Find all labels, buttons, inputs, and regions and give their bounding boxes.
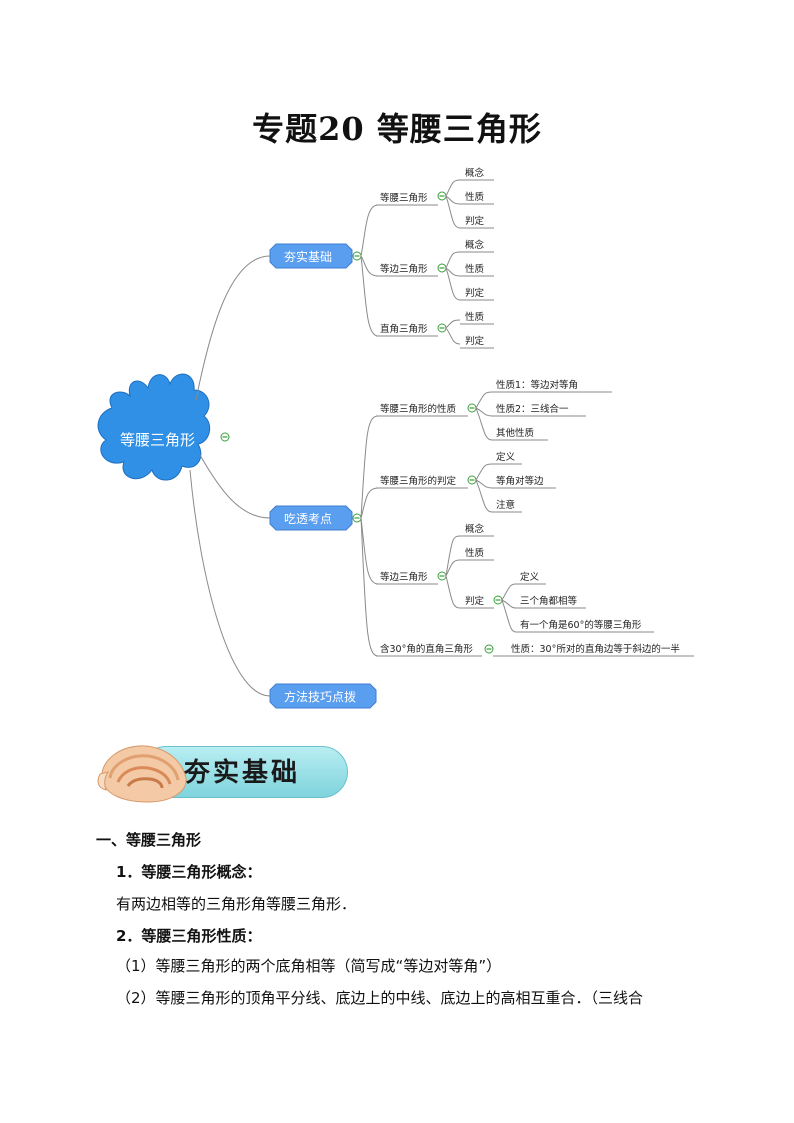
- svg-text:吃透考点: 吃透考点: [284, 512, 332, 526]
- points-equi-judge-3: 有一个角是60°的等腰三角形: [520, 619, 642, 631]
- points-equi-child-1: 概念: [465, 523, 485, 535]
- basics-right-child-2: 判定: [465, 335, 485, 347]
- basics-equi-child-2: 性质: [465, 263, 485, 275]
- points-equi-judge-toggle[interactable]: [493, 595, 503, 605]
- basics-equilateral-toggle[interactable]: [437, 263, 447, 273]
- basics-iso-child-1: 概念: [465, 167, 485, 179]
- section-banner: 夯实基础: [96, 738, 352, 806]
- basics-right-label: 直角三角形: [380, 323, 428, 335]
- root-node-shape: [97, 373, 211, 481]
- points-iso-prop-1: 性质1：等边对等角: [496, 379, 578, 391]
- page-title: 专题20 等腰三角形: [252, 110, 542, 148]
- section-heading: 一、等腰三角形: [96, 831, 202, 849]
- basics-collapse-toggle[interactable]: [352, 251, 362, 261]
- item2-paragraph-2: （2）等腰三角形的顶角平分线、底边上的中线、底边上的高相互重合．（三线合: [116, 989, 644, 1007]
- item2-heading: 2．等腰三角形性质：: [116, 927, 262, 945]
- points-collapse-toggle[interactable]: [352, 513, 362, 523]
- main-node-basics[interactable]: 夯实基础: [269, 243, 353, 269]
- points-equi-child-3: 判定: [465, 595, 485, 607]
- points-iso-judge-label: 等腰三角形的判定: [380, 475, 457, 487]
- banner-title: 夯实基础: [184, 758, 301, 788]
- basics-right-child-1: 性质: [465, 311, 485, 323]
- points-iso-prop-3: 其他性质: [496, 427, 535, 439]
- points-right30-label: 含30°角的直角三角形: [380, 643, 473, 655]
- points-right30-child: 性质：30°所对的直角边等于斜边的一半: [511, 643, 680, 655]
- item2-paragraph-1: （1）等腰三角形的两个底角相等（简写成“等边对等角”）: [116, 957, 502, 975]
- basics-isosceles-toggle[interactable]: [437, 191, 447, 201]
- basics-iso-child-3: 判定: [465, 215, 485, 227]
- points-equi-child-2: 性质: [465, 547, 485, 559]
- points-equi-toggle[interactable]: [437, 571, 447, 581]
- basics-equi-child-3: 判定: [465, 287, 485, 299]
- basics-iso-child-2: 性质: [465, 191, 485, 203]
- points-iso-props-toggle[interactable]: [467, 403, 477, 413]
- svg-text:夯实基础: 夯实基础: [284, 249, 332, 264]
- points-iso-judge-toggle[interactable]: [467, 475, 477, 485]
- points-equi-judge-1: 定义: [520, 571, 540, 583]
- item1-text: 有两边相等的三角形角等腰三角形．: [116, 895, 357, 913]
- points-right30-toggle[interactable]: [484, 644, 494, 654]
- points-iso-props-label: 等腰三角形的性质: [380, 403, 457, 415]
- basics-right-toggle[interactable]: [437, 323, 447, 333]
- item1-heading: 1．等腰三角形概念：: [116, 863, 262, 881]
- seashell-icon: [97, 745, 187, 803]
- points-equi-judge-2: 三个角都相等: [520, 595, 578, 607]
- root-collapse-toggle[interactable]: [220, 432, 230, 442]
- mind-map: 等腰三角形 夯实基础 吃透考点 方法技巧点拨 等腰三角形 概念 性质 判定 等边…: [97, 167, 694, 709]
- points-equi-label: 等边三角形: [380, 571, 428, 583]
- basics-isosceles-label: 等腰三角形: [380, 192, 428, 204]
- points-judge-1: 定义: [496, 451, 516, 463]
- basics-equilateral-label: 等边三角形: [380, 263, 428, 275]
- points-judge-3: 注意: [496, 499, 515, 511]
- points-iso-prop-2: 性质2：三线合一: [496, 403, 569, 415]
- points-judge-2: 等角对等边: [496, 475, 544, 487]
- main-node-methods[interactable]: 方法技巧点拨: [269, 683, 377, 709]
- main-node-key-points[interactable]: 吃透考点: [269, 505, 353, 531]
- basics-equi-child-1: 概念: [465, 239, 485, 251]
- root-node-label: 等腰三角形: [120, 431, 195, 449]
- svg-text:方法技巧点拨: 方法技巧点拨: [284, 689, 356, 704]
